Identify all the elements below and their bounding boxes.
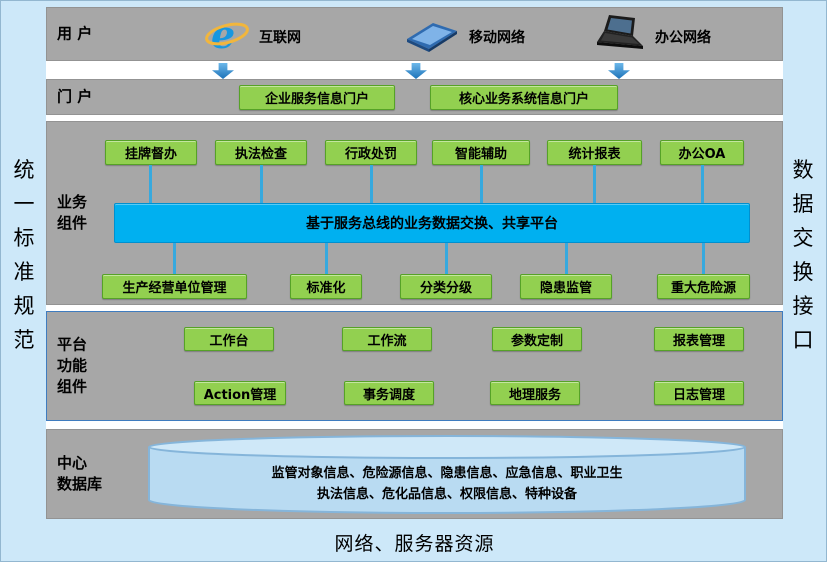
central-database-label: 中心 数据库	[57, 454, 103, 493]
users-layer-label: 用 户	[57, 24, 93, 43]
connector-line	[480, 165, 483, 203]
enterprise-service-portal-box: 企业服务信息门户	[239, 85, 395, 110]
business-components-label: 业务 组件	[57, 193, 88, 232]
data-exchange-interface-label: 数 据 交 换 接 口	[792, 158, 814, 352]
business-component-box: 隐患监管	[520, 274, 612, 299]
database-content: 监管对象信息、危险源信息、隐患信息、应急信息、职业卫生 执法信息、危化品信息、权…	[147, 464, 747, 506]
connector-line	[593, 165, 596, 203]
connector-line	[173, 243, 176, 274]
business-components-layer: 业务 组件 挂牌督办 执法检查 行政处罚 智能辅助 统计报表 办公OA 基于服务…	[46, 121, 783, 305]
business-component-box: 智能辅助	[432, 140, 530, 165]
connector-line	[701, 165, 704, 203]
connector-line	[445, 243, 448, 274]
mobile-network-label: 移动网络	[469, 30, 525, 46]
platform-component-box: 工作台	[184, 327, 274, 351]
core-business-portal-box: 核心业务系统信息门户	[430, 85, 618, 110]
platform-component-box: 参数定制	[492, 327, 582, 351]
platform-component-box: 报表管理	[654, 327, 744, 351]
office-laptop-icon	[595, 14, 647, 56]
platform-components-layer: 平台 功能 组件 工作台 工作流 参数定制 报表管理 Action管理 事务调度…	[46, 311, 783, 421]
connector-line	[370, 165, 373, 203]
business-component-box: 挂牌督办	[105, 140, 197, 165]
platform-components-label: 平台 功能 组件	[57, 335, 88, 396]
portal-layer-label: 门 户	[57, 87, 93, 106]
down-arrow-icon	[608, 63, 630, 79]
down-arrow-icon	[212, 63, 234, 79]
platform-component-box: 工作流	[342, 327, 432, 351]
service-bus-bar: 基于服务总线的业务数据交换、共享平台	[114, 203, 750, 243]
connector-line	[149, 165, 152, 203]
connector-line	[325, 243, 328, 274]
connector-line	[260, 165, 263, 203]
platform-component-box: 事务调度	[344, 381, 434, 405]
platform-component-box: Action管理	[194, 381, 286, 405]
database-content-line2: 执法信息、危化品信息、权限信息、特种设备	[316, 486, 577, 502]
central-database-layer: 中心 数据库 监管对象信息、危险源信息、隐患信息、应急信息、职业卫生 执法信息、…	[46, 429, 783, 519]
ie-browser-icon: e	[205, 12, 249, 57]
business-component-box: 行政处罚	[325, 140, 417, 165]
business-component-box: 重大危险源	[657, 274, 750, 299]
business-component-box: 统计报表	[547, 140, 642, 165]
platform-component-box: 地理服务	[490, 381, 580, 405]
diagram-canvas: 用 户 e 互联网 移动网络	[46, 7, 783, 519]
connector-line	[702, 243, 705, 274]
business-component-box: 生产经营单位管理	[102, 274, 247, 299]
portal-layer: 门 户 企业服务信息门户 核心业务系统信息门户	[46, 79, 783, 115]
platform-component-box: 日志管理	[654, 381, 744, 405]
business-component-box: 标准化	[290, 274, 362, 299]
database-cylinder-icon: 监管对象信息、危险源信息、隐患信息、应急信息、职业卫生 执法信息、危化品信息、权…	[147, 434, 747, 516]
connector-line	[565, 243, 568, 274]
mobile-network-icon	[403, 17, 461, 53]
down-arrow-icon	[405, 63, 427, 79]
database-content-line1: 监管对象信息、危险源信息、隐患信息、应急信息、职业卫生	[271, 466, 623, 481]
users-layer: 用 户 e 互联网 移动网络	[46, 7, 783, 61]
office-network-label: 办公网络	[655, 30, 711, 46]
unified-standard-label: 统 一 标 准 规 范	[13, 158, 35, 352]
business-component-box: 办公OA	[660, 140, 744, 165]
svg-text:e: e	[211, 13, 235, 57]
business-component-box: 分类分级	[400, 274, 492, 299]
business-component-box: 执法检查	[215, 140, 307, 165]
internet-label: 互联网	[259, 30, 301, 46]
network-server-resources-label: 网络、服务器资源	[334, 533, 495, 555]
